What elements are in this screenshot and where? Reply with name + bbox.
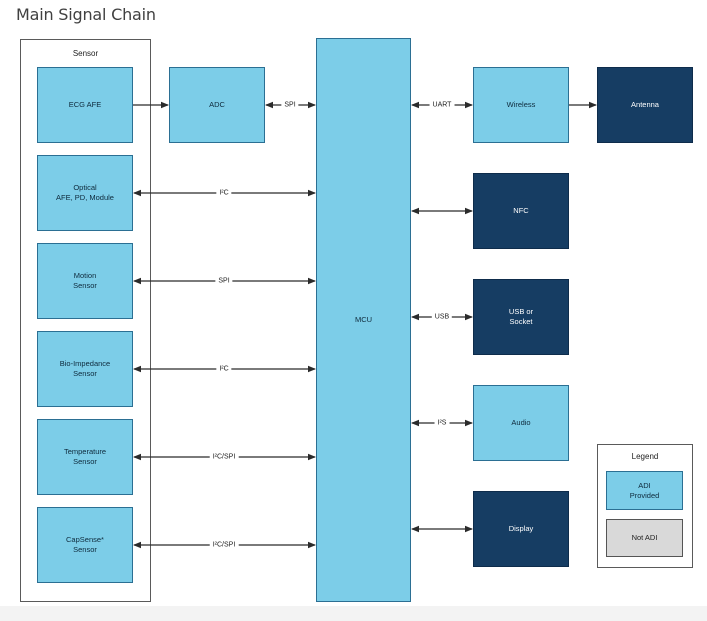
- sensor-group-title: Sensor: [72, 49, 99, 58]
- capsense-i2c-spi-label: I²C/SPI: [209, 540, 239, 550]
- legend-adi-provided-swatch: ADI Provided: [606, 471, 683, 510]
- i2s-label: I²S: [434, 418, 450, 428]
- legend-title: Legend: [631, 452, 659, 461]
- bioimpedance-i2c-label: I²C: [216, 364, 232, 374]
- bio-impedance-sensor-block[interactable]: Bio-Impedance Sensor: [37, 331, 133, 407]
- motion-spi-label: SPI: [215, 276, 233, 286]
- nfc-block[interactable]: NFC: [473, 173, 569, 249]
- adc-mcu-spi-label: SPI: [281, 100, 299, 110]
- audio-block[interactable]: Audio: [473, 385, 569, 461]
- ecg-afe-block[interactable]: ECG AFE: [37, 67, 133, 143]
- footer-band: [0, 606, 707, 621]
- usb-label: USB: [431, 312, 453, 322]
- usb-or-socket-block[interactable]: USB or Socket: [473, 279, 569, 355]
- temperature-i2c-spi-label: I²C/SPI: [209, 452, 239, 462]
- capsense-sensor-block[interactable]: CapSense* Sensor: [37, 507, 133, 583]
- adc-block[interactable]: ADC: [169, 67, 265, 143]
- display-block[interactable]: Display: [473, 491, 569, 567]
- mcu-block[interactable]: MCU: [316, 38, 411, 602]
- wireless-block[interactable]: Wireless: [473, 67, 569, 143]
- diagram-title: Main Signal Chain: [16, 5, 156, 24]
- legend-not-adi-swatch: Not ADI: [606, 519, 683, 557]
- antenna-block[interactable]: Antenna: [597, 67, 693, 143]
- optical-afe-block[interactable]: Optical AFE, PD, Module: [37, 155, 133, 231]
- motion-sensor-block[interactable]: Motion Sensor: [37, 243, 133, 319]
- uart-label: UART: [429, 100, 455, 110]
- optical-i2c-label: I²C: [216, 188, 232, 198]
- temperature-sensor-block[interactable]: Temperature Sensor: [37, 419, 133, 495]
